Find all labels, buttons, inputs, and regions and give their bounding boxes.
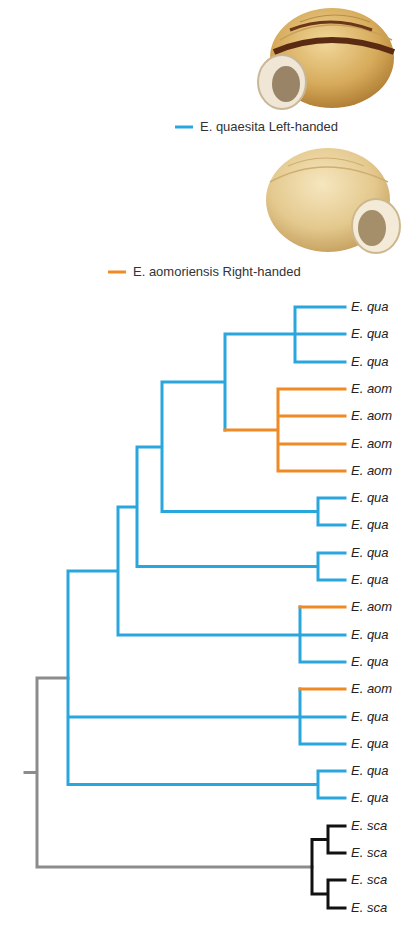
tip-label: E. qua [351, 572, 389, 588]
tip-label: E. qua [351, 709, 389, 725]
shell-aperture [272, 66, 300, 102]
aomoriensis-branch [225, 389, 345, 689]
legend-text: E. quaesita Left-handed [200, 119, 338, 135]
tip-label: E. aom [351, 463, 392, 479]
tip-label: E. qua [351, 354, 389, 370]
tip-label: E. sca [351, 845, 387, 861]
tip-label: E. qua [351, 326, 389, 342]
tip-label: E. qua [351, 790, 389, 806]
legend-line [107, 264, 127, 280]
tip-label: E. aom [351, 408, 392, 424]
tip-label: E. qua [351, 763, 389, 779]
quaesita-branch [68, 307, 345, 798]
shell-aperture [258, 55, 306, 109]
tip-label: E. qua [351, 299, 389, 315]
tip-label: E. qua [351, 654, 389, 670]
tip-label: E. qua [351, 517, 389, 533]
tip-label: E. qua [351, 627, 389, 643]
tip-label: E. sca [351, 872, 387, 888]
tip-label: E. aom [351, 436, 392, 452]
shell-band [290, 22, 372, 30]
shell-photo [258, 8, 394, 109]
shell-aperture [352, 199, 400, 253]
shell-suture [288, 158, 364, 166]
shell-photo [266, 148, 400, 253]
tip-label: E. qua [351, 736, 389, 752]
phylogeny [25, 307, 345, 908]
scaevola-branch [312, 826, 345, 908]
shell-band [274, 40, 394, 52]
tip-label: E. aom [351, 599, 392, 615]
legend-line [108, 271, 126, 274]
legend-text: E. aomoriensis Right-handed [133, 264, 301, 280]
tip-label: E. aom [351, 681, 392, 697]
legend-line [175, 126, 193, 129]
shell-aperture [358, 210, 386, 246]
tip-label: E. qua [351, 545, 389, 561]
legend-row: E. aomoriensis Right-handed [107, 264, 301, 280]
legend-line [174, 119, 194, 135]
tip-label: E. sca [351, 818, 387, 834]
shell-suture [270, 167, 388, 182]
legend-row: E. quaesita Left-handed [174, 119, 338, 135]
tip-label: E. sca [351, 900, 387, 916]
tip-label: E. aom [351, 381, 392, 397]
tip-label: E. qua [351, 490, 389, 506]
